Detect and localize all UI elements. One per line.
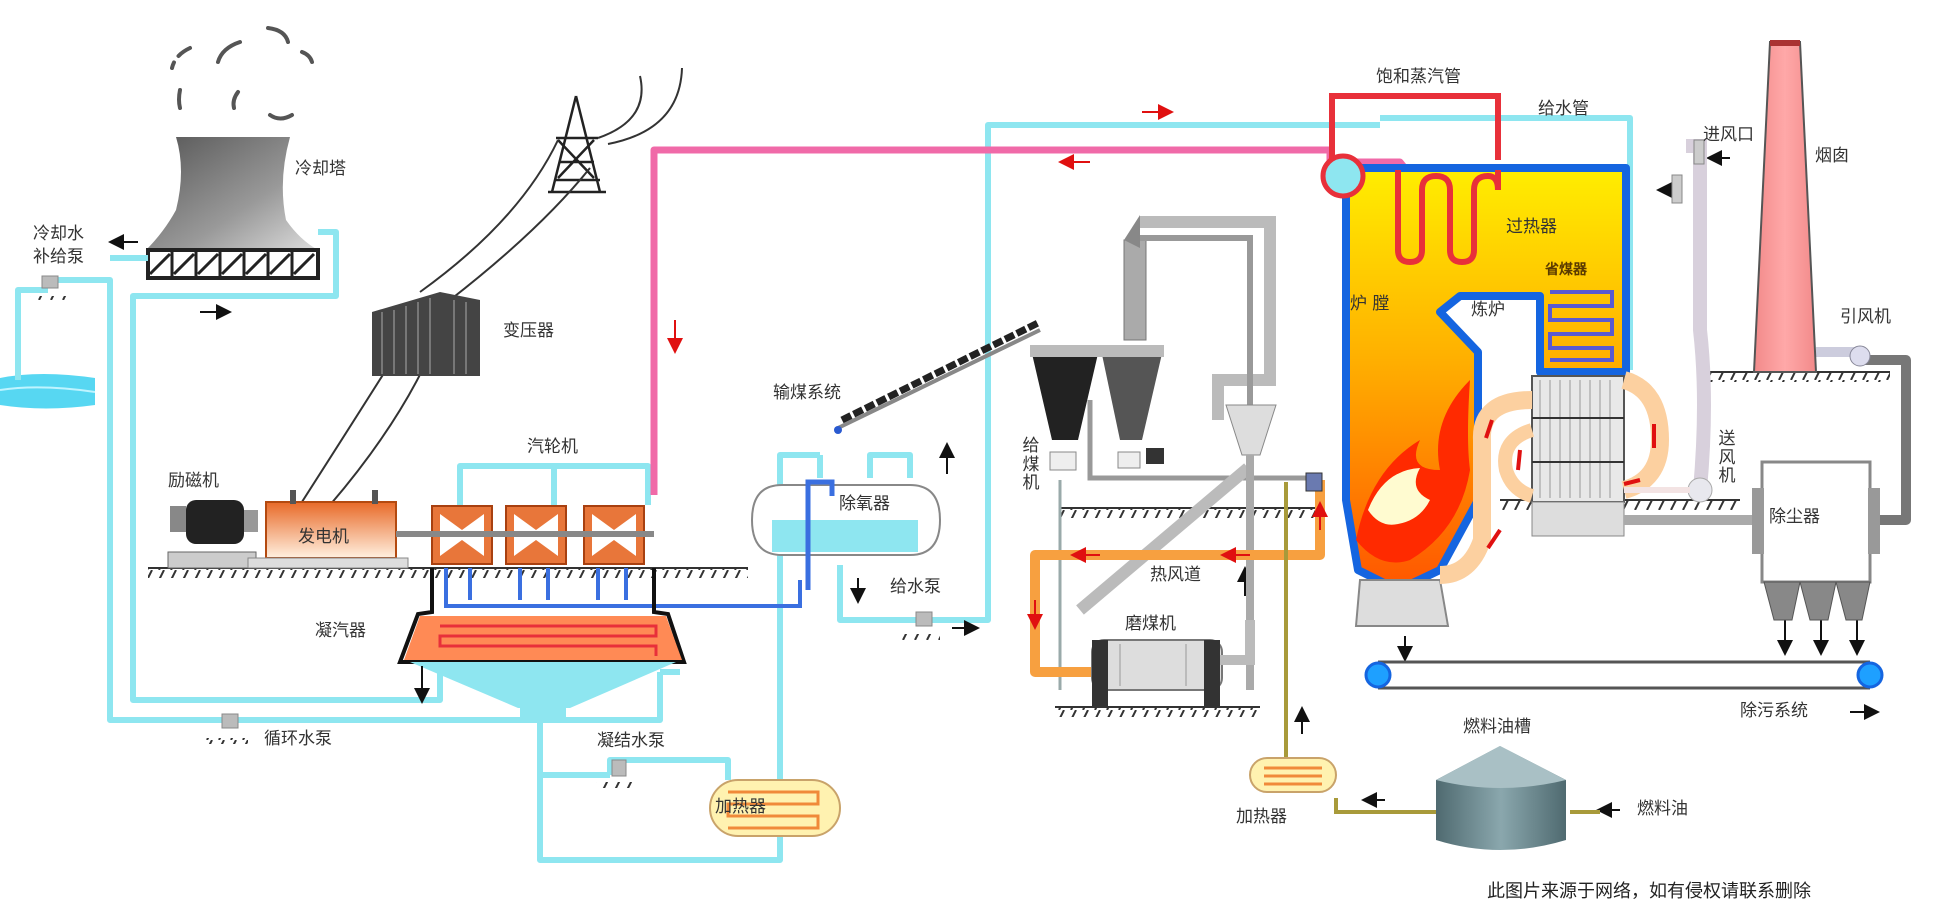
deaerator bbox=[750, 479, 942, 590]
label-makeup-pump-line2: 补给泵 bbox=[33, 247, 84, 267]
label-hot-air-duct: 热风道 bbox=[1150, 565, 1201, 585]
label-dust-collector: 除尘器 bbox=[1769, 507, 1820, 527]
label-condenser: 凝汽器 bbox=[315, 621, 366, 641]
steam-drum bbox=[1320, 153, 1366, 199]
label-sewage-system: 除污系统 bbox=[1740, 701, 1808, 721]
cooling-tower bbox=[146, 26, 320, 280]
transmission-tower-icon bbox=[548, 95, 606, 194]
label-circulating-pump: 循环水泵 bbox=[264, 729, 332, 749]
boiler bbox=[1320, 93, 1670, 627]
label-chimney: 烟囱 bbox=[1815, 146, 1849, 166]
label-induced-draft-fan: 引风机 bbox=[1840, 307, 1891, 327]
pump-icons bbox=[30, 275, 940, 788]
label-saturated-steam-pipe: 饱和蒸汽管 bbox=[1376, 67, 1461, 87]
label-coal-feeder: 给煤机 bbox=[1022, 436, 1040, 494]
ash-hopper bbox=[1354, 579, 1450, 627]
label-fuel-oil: 燃料油 bbox=[1637, 799, 1688, 819]
ground-floors bbox=[148, 371, 1890, 717]
label-superheater: 过热器 bbox=[1506, 217, 1557, 237]
feed-pump-icon bbox=[900, 611, 940, 640]
coal-mill bbox=[1091, 620, 1255, 706]
forced-draft-fan bbox=[1624, 139, 1713, 503]
label-heater-oil: 加热器 bbox=[1236, 807, 1287, 827]
label-condensate-pump: 凝结水泵 bbox=[597, 731, 665, 751]
superheater-coil bbox=[1395, 170, 1501, 266]
power-lines bbox=[299, 67, 683, 506]
label-exciter: 励磁机 bbox=[168, 471, 219, 491]
condensate-pump-icon bbox=[596, 759, 636, 788]
pulverized-coal-pipe bbox=[1076, 463, 1252, 615]
label-coal-conveyor: 输煤系统 bbox=[773, 383, 841, 403]
fuel-oil-pipe bbox=[1284, 482, 1600, 814]
hot-air-duct bbox=[1027, 472, 1328, 677]
label-feed-pump: 给水泵 bbox=[890, 577, 941, 597]
saturated-steam-pipe bbox=[1329, 93, 1501, 160]
label-furnace-chamber: 炉 膛 bbox=[1350, 294, 1390, 314]
air-preheater bbox=[1531, 375, 1625, 503]
label-fuel-oil-tank: 燃料油槽 bbox=[1463, 717, 1531, 737]
low-pressure-heater bbox=[709, 779, 841, 837]
induced-draft-fan bbox=[1816, 345, 1871, 367]
steam-plume-icon bbox=[170, 26, 314, 121]
steam-turbine bbox=[396, 505, 802, 608]
circulating-pump-icon bbox=[206, 713, 248, 744]
label-deaerator: 除氧器 bbox=[839, 494, 890, 514]
coal-conveyor bbox=[834, 318, 1042, 434]
makeup-pump-icon bbox=[30, 275, 68, 300]
slag-conveyor bbox=[1364, 660, 1884, 690]
label-coal-mill: 磨煤机 bbox=[1125, 614, 1176, 634]
water-source bbox=[0, 374, 96, 409]
economizer-coil bbox=[1548, 290, 1614, 362]
label-boiler: 炼炉 bbox=[1471, 300, 1505, 320]
label-air-inlet: 进风口 bbox=[1703, 125, 1754, 145]
watermark-text: 此图片来源于网络，如有侵权请联系删除 bbox=[1487, 881, 1811, 902]
label-transformer: 变压器 bbox=[503, 321, 554, 341]
cooling-tower-body bbox=[146, 137, 318, 250]
label-generator: 发电机 bbox=[298, 527, 349, 547]
label-heater-low: 加热器 bbox=[715, 797, 766, 817]
label-forced-draft-fan: 送风机 bbox=[1718, 429, 1736, 487]
fuel-oil-tank bbox=[1436, 746, 1566, 850]
label-makeup-pump-line1: 冷却水 bbox=[33, 224, 84, 244]
coal-bunkers bbox=[1030, 215, 1312, 690]
generator bbox=[247, 490, 409, 569]
label-economizer: 省煤器 bbox=[1545, 262, 1587, 278]
label-feed-water-pipe: 给水管 bbox=[1538, 99, 1589, 119]
exciter bbox=[167, 500, 258, 569]
dust-collector bbox=[1752, 352, 1911, 621]
transformer bbox=[372, 292, 480, 376]
condenser bbox=[397, 568, 687, 722]
chimney bbox=[1752, 40, 1818, 373]
cooling-water-pipes bbox=[15, 115, 1633, 863]
label-turbine: 汽轮机 bbox=[527, 437, 578, 457]
label-cooling-tower: 冷却塔 bbox=[295, 159, 346, 179]
oil-heater bbox=[1249, 757, 1337, 793]
